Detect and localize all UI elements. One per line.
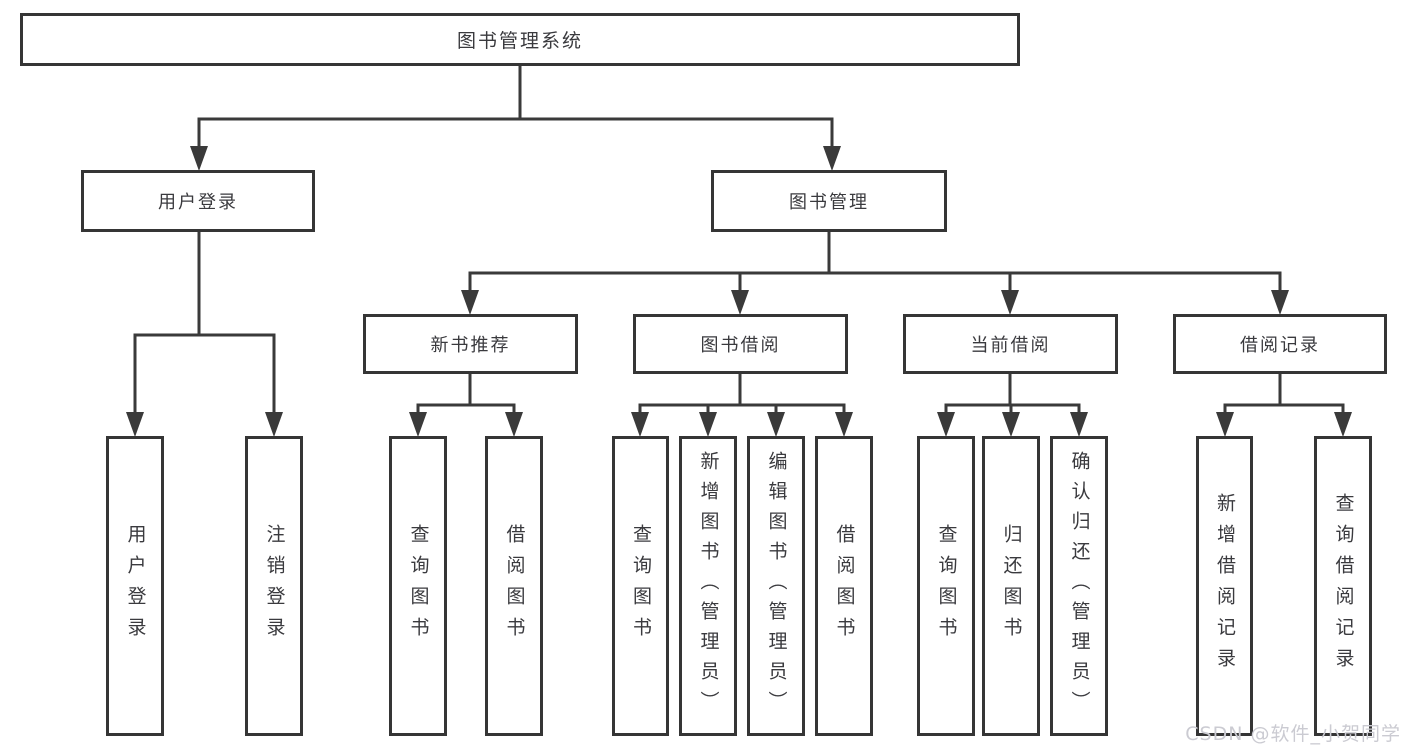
leaf-query-books: 查询图书 bbox=[612, 436, 669, 736]
leaf-label: 归还图书 bbox=[1000, 524, 1023, 648]
leaf-query-borrow-record: 查询借阅记录 bbox=[1314, 436, 1372, 736]
node-label: 借阅记录 bbox=[1240, 335, 1320, 356]
leaf-label: 查询借阅记录 bbox=[1332, 493, 1355, 679]
leaf-query-books: 查询图书 bbox=[917, 436, 975, 736]
leaf-label: 新增图书（管理员） bbox=[697, 451, 720, 721]
leaf-edit-book-admin: 编辑图书（管理员） bbox=[747, 436, 805, 736]
leaf-label: 新增借阅记录 bbox=[1214, 493, 1236, 679]
leaf-logout: 注销登录 bbox=[245, 436, 303, 736]
node-label: 图书借阅 bbox=[700, 335, 781, 356]
leaf-return-book: 归还图书 bbox=[982, 436, 1040, 736]
csdn-watermark: CSDN @软件_小贺同学 bbox=[1185, 723, 1401, 745]
leaf-add-borrow-record: 新增借阅记录 bbox=[1196, 436, 1253, 736]
node-user-login: 用户登录 bbox=[81, 170, 315, 232]
node-book-borrow: 图书借阅 bbox=[633, 314, 848, 374]
node-book-management: 图书管理 bbox=[711, 170, 947, 232]
leaf-label: 借阅图书 bbox=[503, 524, 526, 648]
node-current-borrow: 当前借阅 bbox=[903, 314, 1118, 374]
leaf-borrow-books: 借阅图书 bbox=[485, 436, 543, 736]
leaf-borrow-books: 借阅图书 bbox=[815, 436, 873, 736]
node-new-book-recommend: 新书推荐 bbox=[363, 314, 578, 374]
node-label: 用户登录 bbox=[158, 192, 238, 213]
leaf-label: 查询图书 bbox=[630, 524, 652, 648]
node-label: 当前借阅 bbox=[970, 335, 1051, 356]
leaf-label: 确认归还（管理员） bbox=[1068, 451, 1091, 721]
leaf-add-book-admin: 新增图书（管理员） bbox=[679, 436, 737, 736]
leaf-label: 注销登录 bbox=[263, 524, 286, 648]
leaf-label: 编辑图书（管理员） bbox=[765, 451, 788, 721]
node-label: 图书管理系统 bbox=[456, 30, 583, 52]
node-borrow-records: 借阅记录 bbox=[1173, 314, 1387, 374]
leaf-label: 借阅图书 bbox=[833, 524, 856, 648]
leaf-query-books: 查询图书 bbox=[389, 436, 447, 736]
leaf-confirm-return-admin: 确认归还（管理员） bbox=[1050, 436, 1108, 736]
leaf-user-login: 用户登录 bbox=[106, 436, 164, 736]
leaf-label: 用户登录 bbox=[124, 524, 147, 648]
leaf-label: 查询图书 bbox=[935, 524, 958, 648]
node-label: 新书推荐 bbox=[430, 335, 511, 356]
leaf-label: 查询图书 bbox=[407, 524, 430, 648]
node-library-system: 图书管理系统 bbox=[20, 13, 1020, 66]
node-label: 图书管理 bbox=[789, 192, 869, 213]
